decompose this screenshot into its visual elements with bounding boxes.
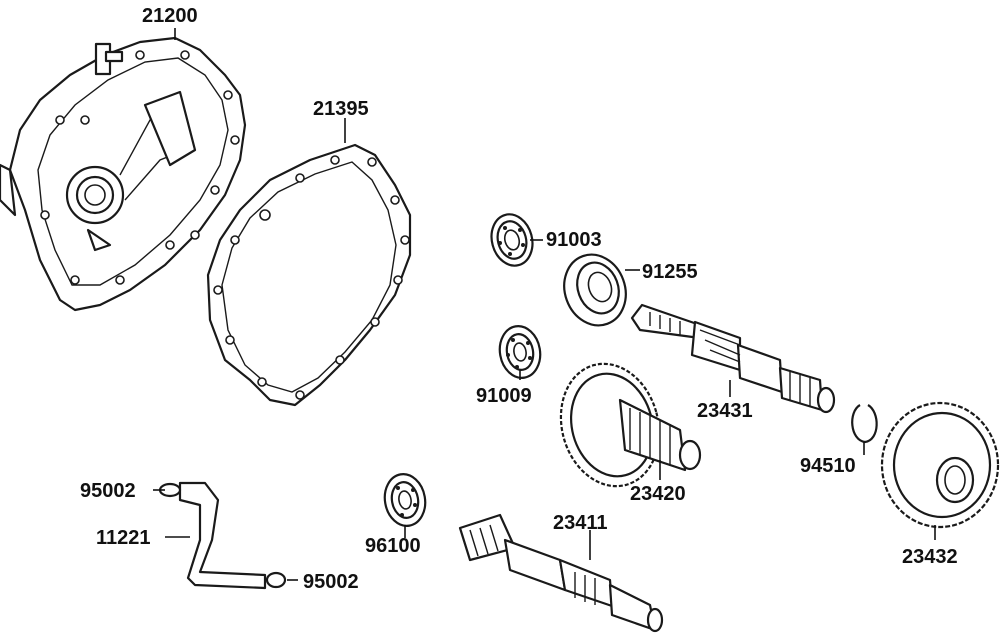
label-11221: 11221 xyxy=(96,527,151,549)
gear-23432 xyxy=(880,401,1000,529)
leader-lines xyxy=(153,28,936,581)
gasket-21395 xyxy=(206,143,412,407)
hose-11221 xyxy=(178,481,267,590)
clamp-95002-b xyxy=(265,571,287,589)
bearing-91009 xyxy=(498,325,542,379)
label-91255: 91255 xyxy=(642,261,698,283)
transmission-case-21200 xyxy=(0,36,247,312)
label-94510: 94510 xyxy=(800,455,856,477)
label-21395: 21395 xyxy=(313,98,369,120)
circlip-94510 xyxy=(851,404,878,444)
label-95002-bottom: 95002 xyxy=(303,571,359,593)
shaft-23431 xyxy=(630,303,836,414)
label-23411: 23411 xyxy=(553,512,608,534)
shaft-23411 xyxy=(458,513,664,633)
label-91003: 91003 xyxy=(546,229,602,251)
label-21200: 21200 xyxy=(142,5,198,27)
label-91009: 91009 xyxy=(476,385,532,407)
gear-23420 xyxy=(559,362,702,488)
label-95002-top: 95002 xyxy=(80,480,136,502)
label-23420: 23420 xyxy=(630,483,686,505)
oil-seal-91255 xyxy=(563,253,627,327)
bearing-91003 xyxy=(490,213,534,267)
bearing-96100 xyxy=(383,473,427,527)
label-23432: 23432 xyxy=(902,546,958,568)
label-96100: 96100 xyxy=(365,535,421,557)
label-23431: 23431 xyxy=(697,400,753,422)
